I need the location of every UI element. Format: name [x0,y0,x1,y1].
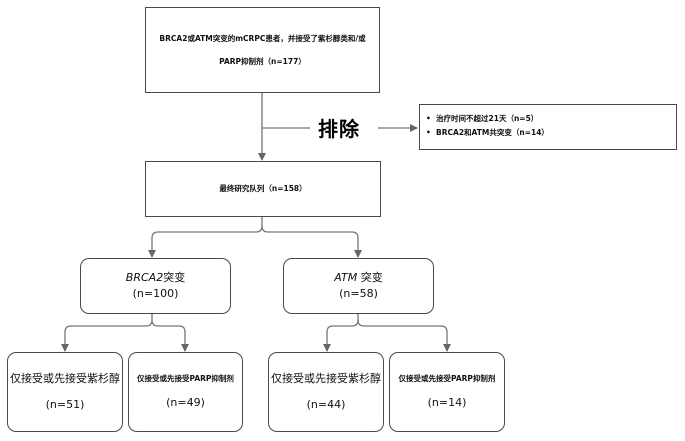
arrow-cohort-to-atm [261,225,362,258]
atm-mutation-box: ATM 突变 (n=58) [283,258,434,314]
arrow-brca2-to-taxane [61,313,153,352]
initial-population-line2: PARP抑制剂（n=177） [219,57,306,66]
atm-suffix: 突变 [357,271,383,285]
leaf-label: 仅接受或先接受紫杉醇 [271,372,381,386]
atm-count: (n=58) [339,287,378,300]
arrow-brca2-to-parp [151,319,189,352]
arrow-atm-to-taxane [323,313,359,352]
leaf-count: (n=14) [427,395,467,409]
exclusion-item: 治疗时间不超过21天（n=5） [426,112,670,126]
atm-title: ATM 突变 [334,270,382,286]
leaf-label: 仅接受或先接受PARP抑制剂 [398,374,496,384]
initial-population-line1: BRCA2或ATM突变的mCRPC患者，并接受了紫杉醇类和/或 [159,33,366,43]
brca2-title: BRCA2突变 [126,270,185,286]
brca2-suffix: 突变 [163,271,186,285]
brca2-gene-name: BRCA2 [125,271,164,285]
leaf-count: (n=51) [45,398,85,411]
exclusion-criteria-box: 治疗时间不超过21天（n=5） BRCA2和ATM共突变（n=14） [419,104,677,150]
leaf-count: (n=49) [166,395,205,409]
brca2-mutation-box: BRCA2突变 (n=100) [80,258,231,314]
brca2-parp-box: 仅接受或先接受PARP抑制剂 (n=49) [128,352,243,432]
arrow-atm-to-parp [357,319,451,352]
exclusion-label: 排除 [318,117,360,141]
arrow-cohort-to-brca2 [148,216,263,258]
brca2-count: (n=100) [132,287,179,300]
brca2-taxane-box: 仅接受或先接受紫杉醇 (n=51) [7,352,123,432]
atm-taxane-box: 仅接受或先接受紫杉醇 (n=44) [268,352,384,432]
final-cohort-box: 最终研究队列（n=158） [145,161,381,217]
atm-gene-name: ATM [334,271,358,285]
final-cohort-label: 最终研究队列（n=158） [219,184,307,194]
exclusion-item: BRCA2和ATM共突变（n=14） [426,126,670,140]
leaf-label: 仅接受或先接受PARP抑制剂 [137,374,234,384]
leaf-count: (n=44) [306,398,346,411]
leaf-label: 仅接受或先接受紫杉醇 [10,372,120,386]
initial-population-box: BRCA2或ATM突变的mCRPC患者，并接受了紫杉醇类和/或 PARP抑制剂（… [145,7,380,93]
atm-parp-box: 仅接受或先接受PARP抑制剂 (n=14) [389,352,505,432]
